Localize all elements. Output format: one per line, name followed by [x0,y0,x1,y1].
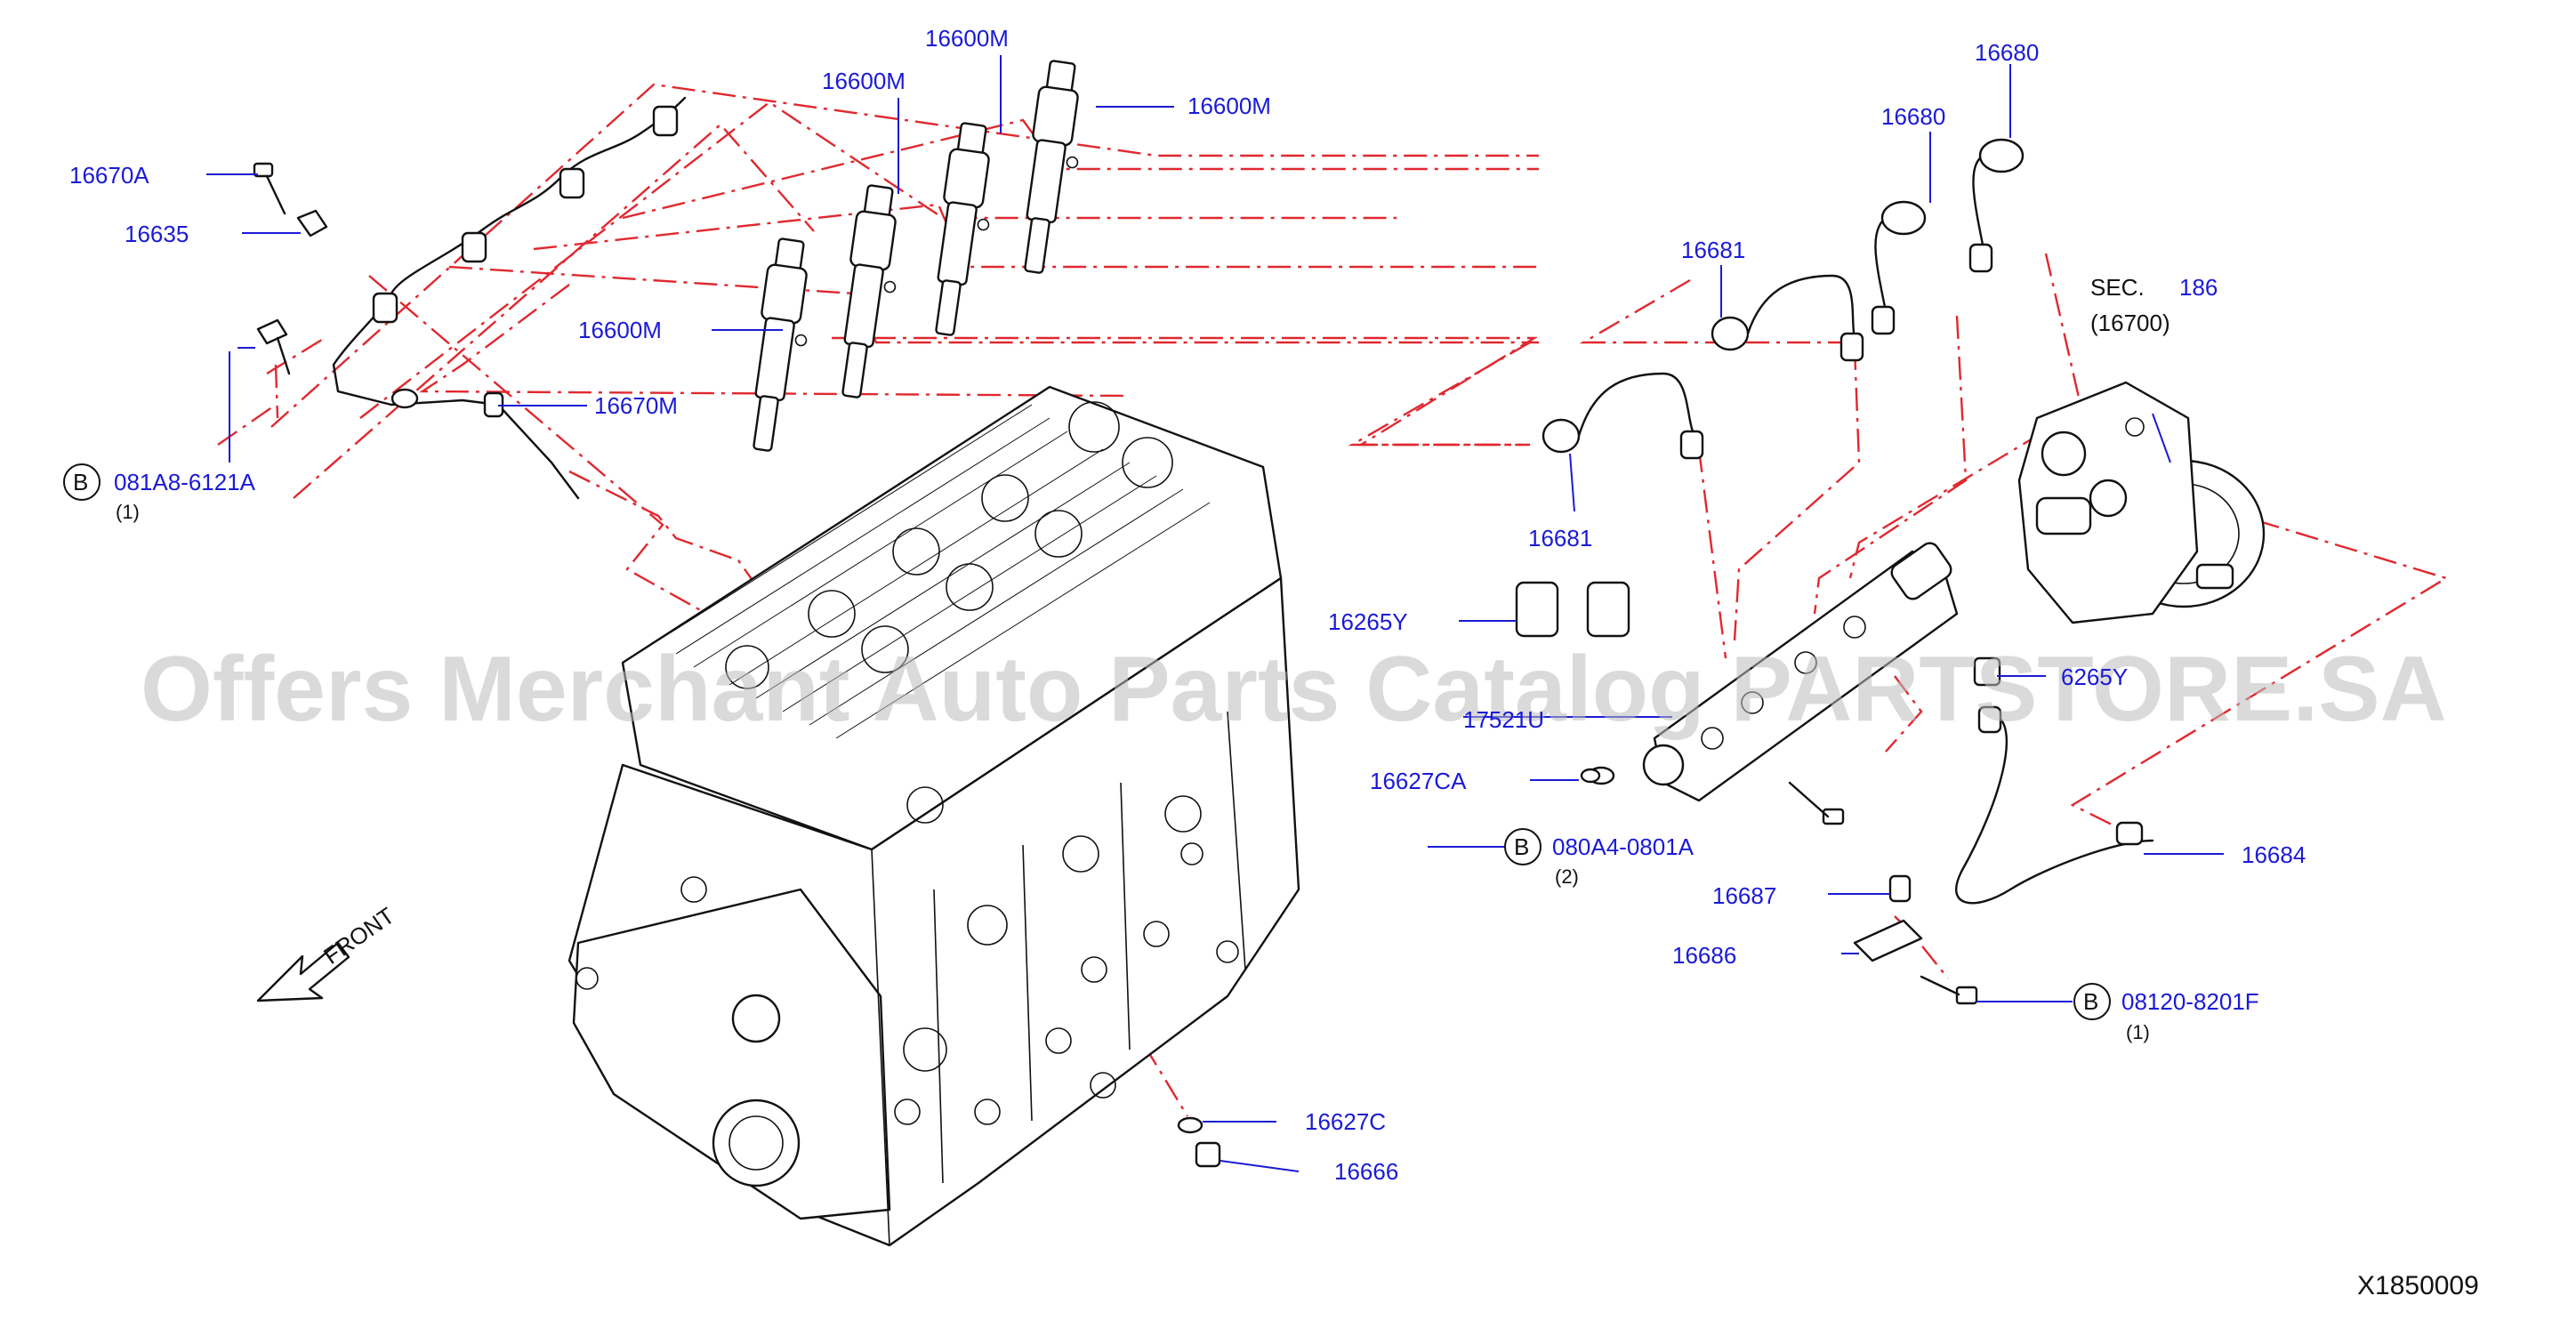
diagram-code: X1850009 [2357,1271,2479,1300]
label-16600M-right[interactable]: 16600M [1187,93,1271,119]
head-ports [725,401,1173,689]
label-16684[interactable]: 16684 [2242,841,2306,868]
sec-number[interactable]: 186 [2179,274,2218,301]
label-16600M-left[interactable]: 16600M [578,317,662,343]
sec-part: (16700) [2090,310,2170,336]
label-16265Y-right[interactable]: 6265Y [2061,664,2128,690]
label-16666[interactable]: 16666 [1334,1158,1398,1185]
b-badge-text: B [73,469,88,495]
label-16687[interactable]: 16687 [1712,882,1776,909]
label-16600M-top[interactable]: 16600M [925,25,1009,52]
fuel-pipes [1542,138,2154,905]
bolt-081A8-6121A[interactable]: 081A8-6121A [114,469,256,495]
common-rail [1642,542,1959,802]
bolt-2-qty: (2) [1555,865,1579,888]
b-badge-text: B [1514,833,1529,860]
label-16686[interactable]: 16686 [1672,942,1736,969]
fasteners-top-left [253,162,328,375]
label-16600M-second[interactable]: 16600M [822,68,906,94]
clamps [1515,581,2001,687]
bolt-callout-2: B 080A4-0801A (2) [1504,828,1695,888]
engine-block [568,385,1300,1247]
label-16635[interactable]: 16635 [125,221,189,247]
bolt-08120-8201F[interactable]: 08120-8201F [2121,988,2259,1015]
label-16627CA[interactable]: 16627CA [1370,768,1467,794]
bolt-callout-1: B 081A8-6121A (1) [63,463,256,523]
injector-harness [332,96,687,500]
bolt-1-qty: (1) [116,501,140,523]
watermark: Offers Merchant Auto Parts Catalog PARTS… [141,638,2447,741]
injector-1 [753,237,808,452]
label-16627C[interactable]: 16627C [1305,1108,1386,1135]
label-16670M[interactable]: 16670M [594,392,678,419]
fuel-pump [2017,381,2266,624]
label-16681-top[interactable]: 16681 [1681,237,1745,263]
block-bolt-holes [576,786,1239,1125]
bolt-callout-3: B 08120-8201F (1) [2073,983,2259,1043]
part-labels: 16600M 16600M 16600M 16600M 16670A 16635… [69,25,2306,1185]
leader-lines [206,55,2224,1172]
cam-hatching [657,404,1211,739]
injector-4 [1024,60,1079,274]
front-arrow-icon [256,941,350,1002]
bolt-3-qty: (1) [2126,1021,2150,1043]
b-badge-text: B [2083,988,2098,1015]
sec-prefix: SEC. [2090,274,2145,301]
b-badge-icon [2073,983,2111,1020]
injectors [753,60,1079,452]
injector-3 [935,122,990,336]
label-16670A[interactable]: 16670A [69,162,149,189]
b-badge-icon [63,463,101,501]
label-16681-bottom[interactable]: 16681 [1528,525,1592,551]
bolt-080A4-0801A[interactable]: 080A4-0801A [1552,833,1695,860]
b-badge-icon [1504,828,1542,865]
injector-2 [841,184,897,398]
label-16265Y-left[interactable]: 16265Y [1328,608,1408,635]
small-parts [1177,766,1978,1168]
front-label: FRONT [318,902,399,970]
label-17521U[interactable]: 17521U [1463,706,1544,733]
label-16680-mid[interactable]: 16680 [1881,103,1945,130]
label-16680-top[interactable]: 16680 [1975,39,2039,66]
